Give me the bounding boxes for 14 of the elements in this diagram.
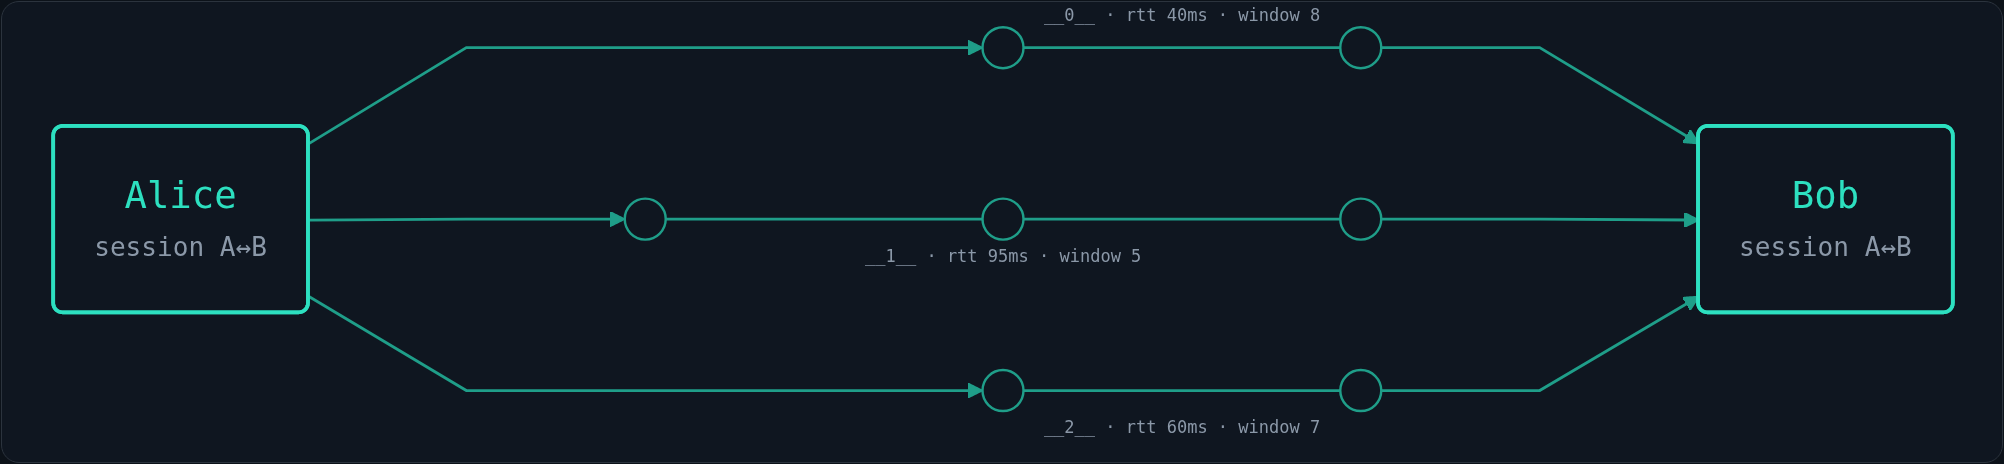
node-circle xyxy=(981,197,1025,241)
route-stats-label: __0__ · rtt 40ms · window 8 xyxy=(1043,5,1321,26)
connector xyxy=(1023,389,1341,392)
node-circle xyxy=(623,197,667,241)
route-stats-label: __1__ · rtt 95ms · window 5 xyxy=(865,245,1142,266)
node-circle xyxy=(1339,368,1383,413)
connector xyxy=(665,217,983,221)
node-circle xyxy=(1339,25,1383,70)
node-circle xyxy=(981,368,1025,413)
connector xyxy=(1023,46,1341,50)
connector xyxy=(1023,217,1341,221)
route-stats-label: __2__ · rtt 60ms · window 7 xyxy=(1043,417,1321,438)
node-circle xyxy=(1339,197,1383,241)
node-circle xyxy=(981,25,1025,70)
